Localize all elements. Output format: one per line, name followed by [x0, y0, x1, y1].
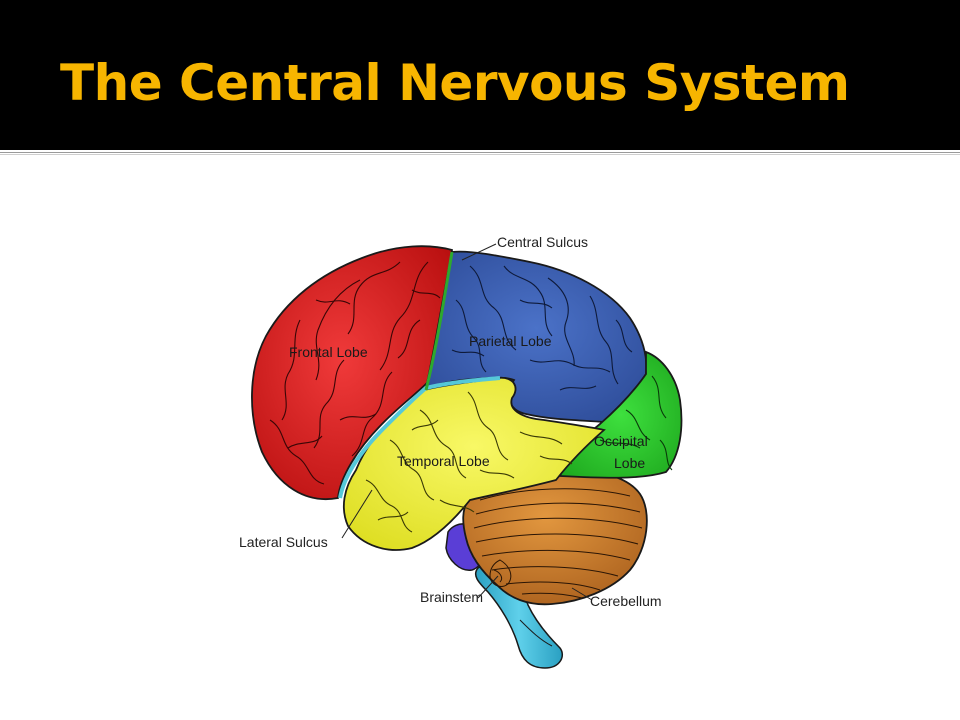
label-central-sulcus: Central Sulcus	[497, 234, 588, 250]
label-parietal-lobe: Parietal Lobe	[469, 333, 552, 349]
label-occipital-lobe-line2: Lobe	[614, 455, 645, 471]
central-sulcus-edge	[424, 251, 454, 391]
occipital-lobe-region	[558, 350, 683, 479]
occipital-gyri	[599, 375, 673, 471]
lateral-sulcus-edge	[338, 376, 501, 499]
parietal-gyri	[451, 265, 633, 391]
temporal-gyri	[365, 391, 573, 533]
slide-title: The Central Nervous System	[60, 54, 850, 112]
label-brainstem: Brainstem	[420, 589, 483, 605]
temporal-lobe-region	[342, 376, 606, 551]
label-temporal-lobe: Temporal Lobe	[397, 453, 490, 469]
title-divider	[0, 150, 960, 158]
leader-lines	[341, 243, 593, 601]
title-bar: The Central Nervous System	[0, 0, 960, 150]
label-frontal-lobe: Frontal Lobe	[289, 344, 368, 360]
label-lateral-sulcus: Lateral Sulcus	[239, 534, 328, 550]
frontal-gyri	[269, 261, 441, 485]
label-occipital-lobe-line1: Occipital	[594, 433, 648, 449]
cerebellum-folia	[473, 488, 643, 599]
label-cerebellum: Cerebellum	[590, 593, 662, 609]
